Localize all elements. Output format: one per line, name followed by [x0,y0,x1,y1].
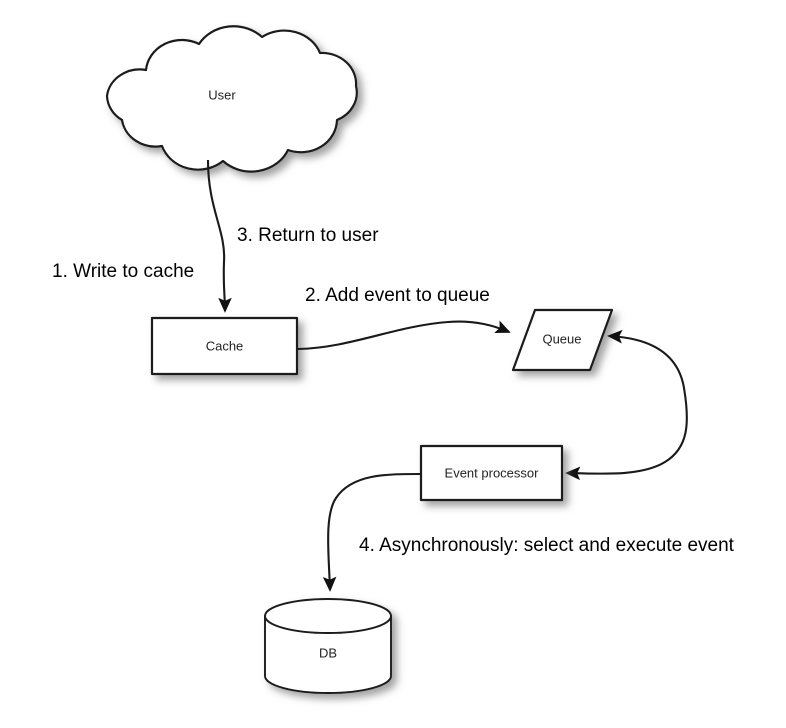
edge-cache-queue[interactable] [297,320,511,351]
node-label-event-processor: Event processor [445,465,540,480]
edge-label-step4: 4. Asynchronously: select and execute ev… [359,535,735,556]
node-label-cache: Cache [206,338,244,353]
node-db[interactable]: DB [264,598,392,694]
edge-label-step2: 2. Add event to queue [305,285,490,306]
edge-queue-processor[interactable] [565,329,688,481]
node-event-processor[interactable]: Event processor [419,444,564,502]
edge-label-step1: 1. Write to cache [52,261,194,282]
node-user[interactable]: User [105,25,358,173]
node-label-db: DB [319,645,337,660]
node-cache[interactable]: Cache [150,316,299,376]
edge-processor-db[interactable] [322,472,421,592]
edge-user-cache[interactable] [206,159,232,313]
node-queue[interactable]: Queue [511,308,614,372]
edge-label-step3: 3. Return to user [237,225,379,246]
node-label-user: User [208,87,236,102]
node-label-queue: Queue [542,331,581,346]
